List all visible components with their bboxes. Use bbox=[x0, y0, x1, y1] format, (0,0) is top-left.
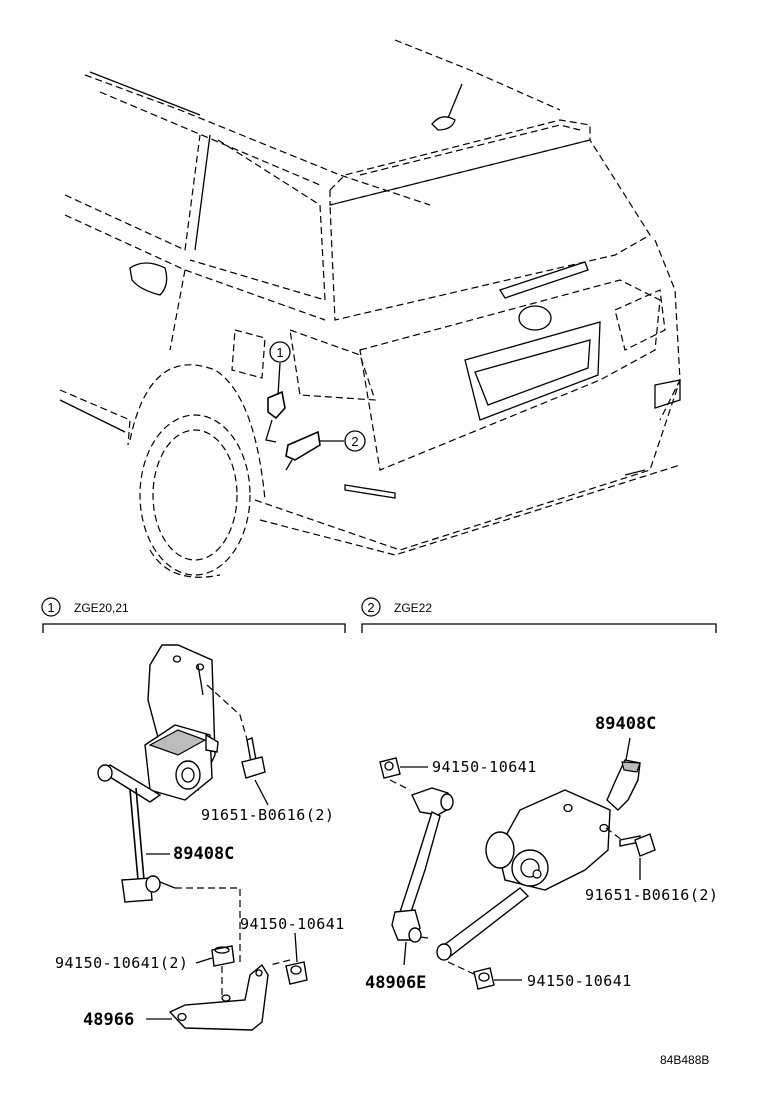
right-assembly bbox=[379, 737, 656, 990]
section-header-left: 1 ZGE20,21 bbox=[41, 597, 346, 633]
section-header-right: 2 ZGE22 bbox=[361, 597, 717, 633]
right-link-label: 48906E bbox=[365, 973, 426, 993]
right-sensor-label: 89408C bbox=[595, 714, 656, 734]
left-bolt bbox=[241, 737, 266, 779]
left-nut-pair bbox=[211, 945, 235, 967]
left-nut-pair-label: 94150-10641(2) bbox=[55, 954, 188, 972]
svg-text:ZGE20,21: ZGE20,21 bbox=[74, 601, 129, 615]
left-nut-single-label: 94150-10641 bbox=[240, 915, 345, 933]
left-nut-single bbox=[285, 961, 308, 985]
right-nut-top-label: 94150-10641 bbox=[432, 758, 537, 776]
vehicle-illustration bbox=[59, 39, 681, 578]
left-sensor-label: 89408C bbox=[173, 844, 234, 864]
svg-text:2: 2 bbox=[351, 434, 358, 449]
right-nut-top bbox=[379, 757, 401, 779]
right-bolt bbox=[619, 833, 656, 857]
right-nut-bottom bbox=[473, 967, 495, 990]
right-link bbox=[391, 787, 454, 943]
svg-text:1: 1 bbox=[47, 600, 54, 615]
callout-2: 2 bbox=[344, 430, 366, 452]
svg-text:1: 1 bbox=[276, 345, 283, 360]
left-bolt-label: 91651-B0616(2) bbox=[201, 806, 334, 824]
right-sensor bbox=[436, 759, 641, 961]
diagram-code: 84B488B bbox=[660, 1053, 709, 1067]
right-nut-bottom-label: 94150-10641 bbox=[527, 972, 632, 990]
svg-text:2: 2 bbox=[367, 600, 374, 615]
left-bracket bbox=[168, 963, 269, 1031]
right-bolt-label: 91651-B0616(2) bbox=[585, 886, 718, 904]
left-bracket-label: 48966 bbox=[83, 1010, 134, 1030]
left-assembly bbox=[97, 644, 308, 1031]
svg-text:ZGE22: ZGE22 bbox=[394, 601, 432, 615]
callout-1: 1 bbox=[269, 341, 291, 363]
